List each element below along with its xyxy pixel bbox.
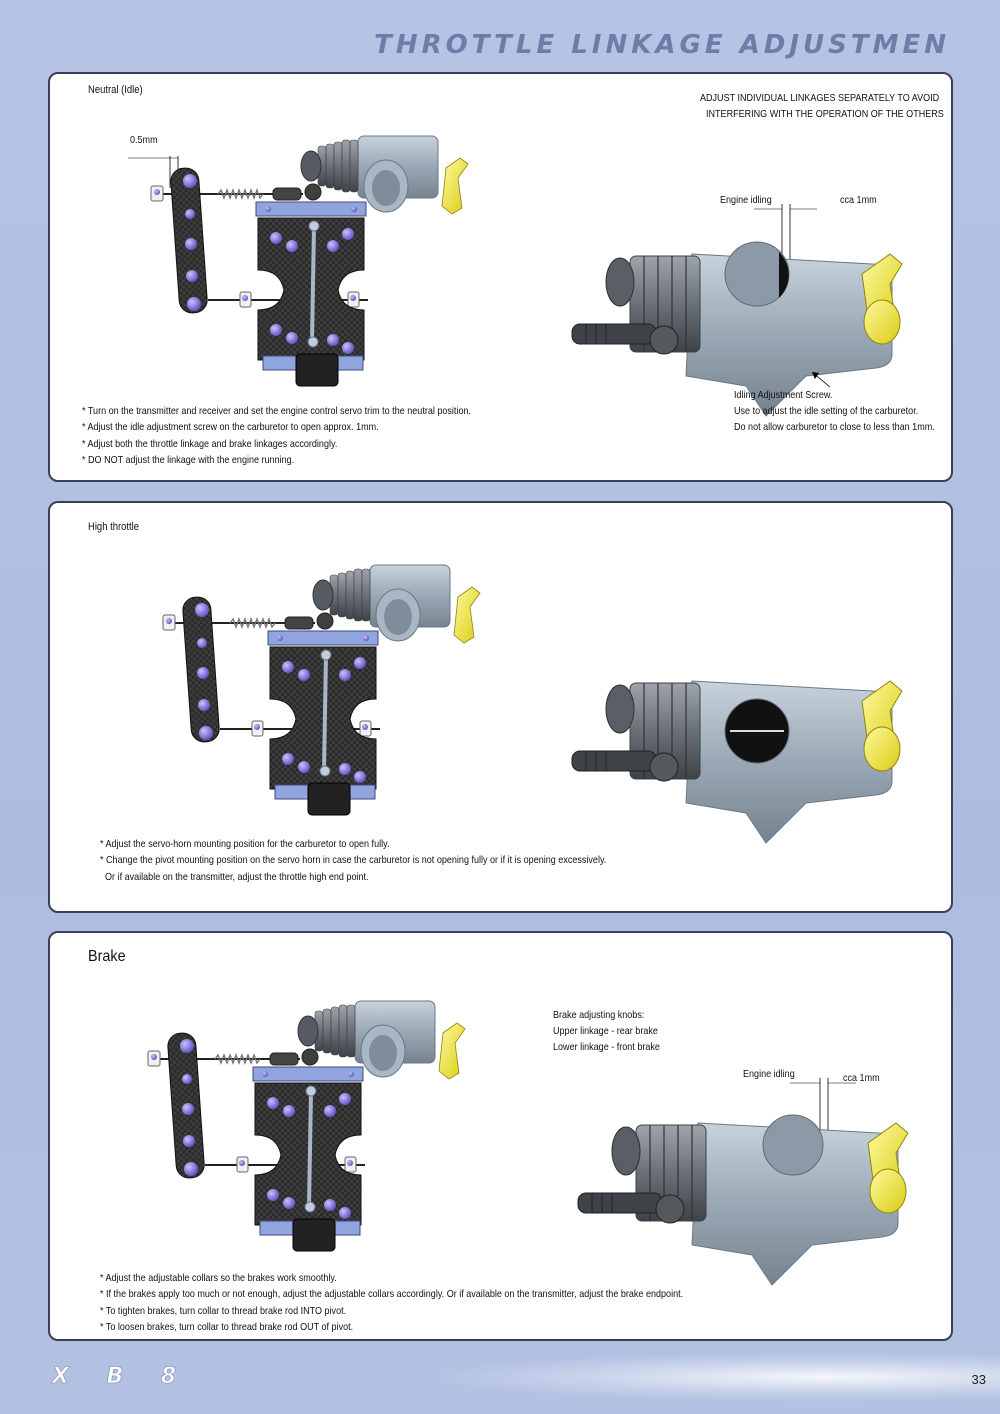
screw-note-line-1: Idling Adjustment Screw. xyxy=(734,389,833,401)
note-line: * Adjust the adjustable collars so the b… xyxy=(100,1272,337,1284)
note-line: * Adjust both the throttle linkage and b… xyxy=(82,437,338,450)
neutral-idle-panel: Neutral (Idle) ADJUST INDIVIDUAL LINKAGE… xyxy=(48,72,953,482)
note-line: * Adjust the servo-horn mounting positio… xyxy=(100,838,390,850)
warning-line-2: INTERFERING WITH THE OPERATION OF THE OT… xyxy=(706,108,944,120)
brake-carburetor-closeup xyxy=(577,1078,909,1286)
high-throttle-heading: High throttle xyxy=(88,521,140,533)
warning-line-1: ADJUST INDIVIDUAL LINKAGES SEPARATELY TO… xyxy=(700,92,940,104)
high-throttle-carburetor-closeup xyxy=(571,680,903,844)
page-number: 33 xyxy=(971,1372,986,1387)
neutral-carburetor-closeup xyxy=(571,204,903,417)
engine-idling-label: Engine idling xyxy=(720,194,772,206)
note-line: * If the brakes apply too much or not en… xyxy=(100,1288,684,1301)
note-line: * To loosen brakes, turn collar to threa… xyxy=(100,1320,354,1333)
knobs-line-1: Brake adjusting knobs: xyxy=(553,1009,645,1021)
brake-notes: * Adjust the adjustable collars so the b… xyxy=(100,1270,683,1335)
high-throttle-notes: * Adjust the servo-horn mounting positio… xyxy=(100,836,606,885)
high-throttle-panel: High throttle * Adjust the servo-horn mo… xyxy=(48,501,953,913)
knobs-line-2: Upper linkage - rear brake xyxy=(553,1025,658,1037)
note-line: * To tighten brakes, turn collar to thre… xyxy=(100,1304,347,1317)
xb8-logo: XB8 xyxy=(50,1364,180,1390)
knobs-line-3: Lower linkage - front brake xyxy=(553,1041,660,1053)
page-title: THROTTLE LINKAGE ADJUSTMEN xyxy=(374,30,950,60)
neutral-notes: * Turn on the transmitter and receiver a… xyxy=(82,403,471,468)
note-line: * Turn on the transmitter and receiver a… xyxy=(82,405,472,417)
gap-label: 0.5mm xyxy=(130,134,158,146)
brake-panel: Brake Brake adjusting knobs: Upper linka… xyxy=(48,931,953,1341)
footer-glow xyxy=(420,1352,1000,1402)
neutral-heading: Neutral (Idle) xyxy=(88,84,143,96)
engine-idling-label: Engine idling xyxy=(743,1068,795,1080)
svg-text:XB8: XB8 xyxy=(50,1364,180,1389)
screw-note-line-2: Use to adjust the idle setting of the ca… xyxy=(734,405,919,417)
high-throttle-linkage-diagram xyxy=(161,563,482,817)
note-line: Or if available on the transmitter, adju… xyxy=(100,870,369,883)
note-line: * Change the pivot mounting position on … xyxy=(100,854,607,867)
neutral-linkage-diagram xyxy=(128,134,470,388)
brake-heading: Brake xyxy=(88,948,126,965)
note-line: * Adjust the idle adjustment screw on th… xyxy=(82,421,379,434)
note-line: * DO NOT adjust the linkage with the eng… xyxy=(82,453,295,466)
brake-linkage-diagram xyxy=(146,999,467,1253)
screw-note-line-3: Do not allow carburetor to close to less… xyxy=(734,421,935,433)
cca-label: cca 1mm xyxy=(840,194,877,206)
cca-label: cca 1mm xyxy=(843,1072,880,1084)
